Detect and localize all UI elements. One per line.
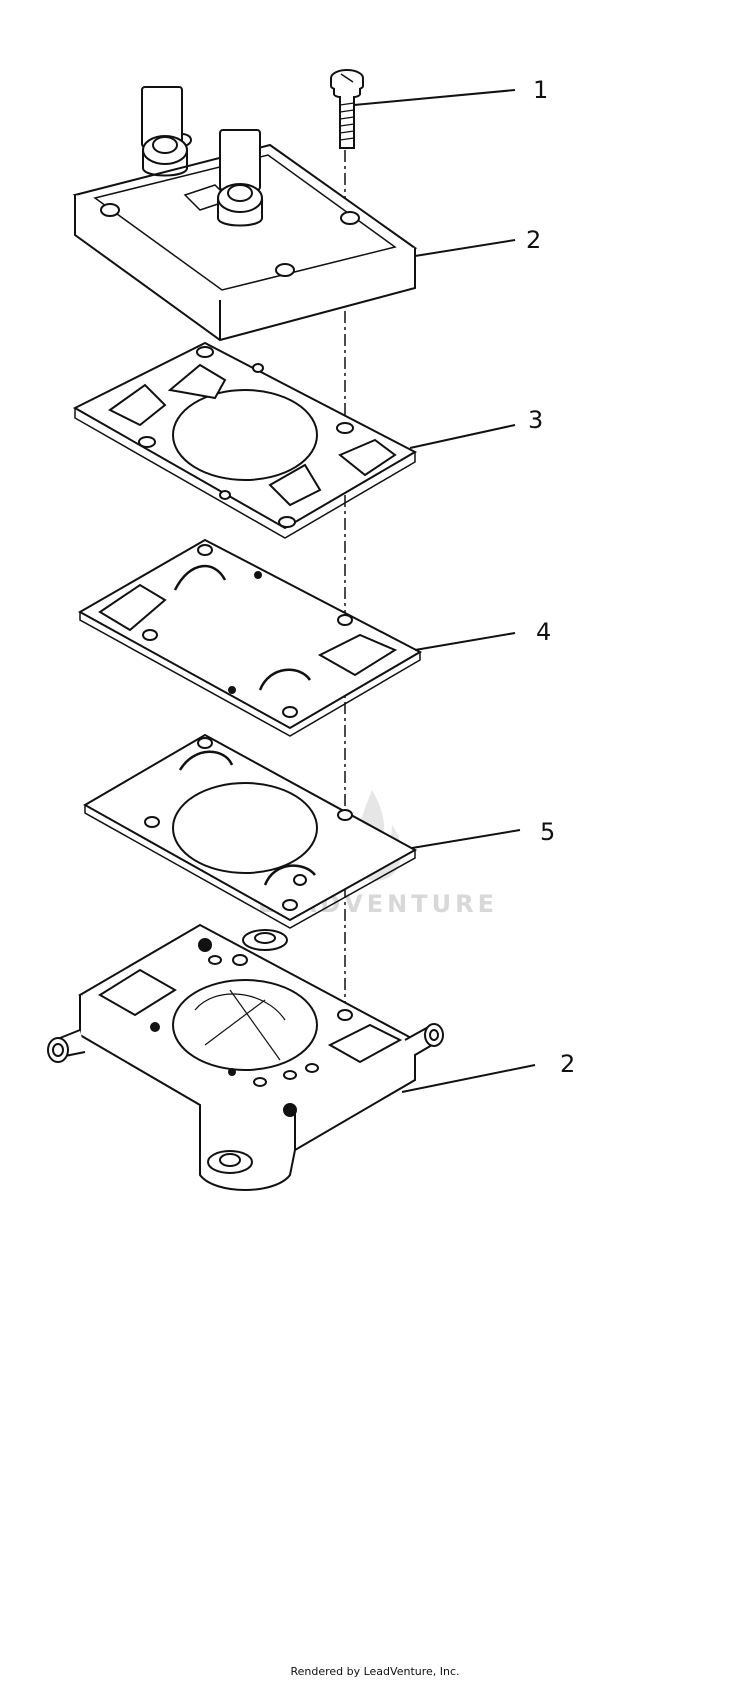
- screw-part: [330, 69, 364, 149]
- leader-line-2-top: [414, 239, 516, 257]
- leader-line-3: [409, 424, 516, 449]
- leader-lines: [353, 89, 536, 1093]
- gasket-part-lower: [82, 733, 418, 929]
- diaphragm-part: [77, 538, 423, 737]
- callout-1: 1: [533, 76, 548, 104]
- leader-line-1: [353, 89, 516, 106]
- leader-line-4: [414, 632, 516, 651]
- callout-4: 4: [536, 618, 551, 646]
- callout-5: 5: [540, 818, 555, 846]
- footer-credit: Rendered by LeadVenture, Inc.: [290, 1665, 460, 1678]
- pump-cover-part: [72, 86, 418, 342]
- callout-2-top: 2: [526, 226, 541, 254]
- callout-2-bottom: 2: [560, 1050, 575, 1078]
- pump-base-part: [47, 923, 444, 1191]
- gasket-part: [72, 341, 418, 539]
- callout-3: 3: [528, 406, 543, 434]
- leader-line-2-bottom: [401, 1064, 536, 1093]
- leader-line-5: [411, 829, 521, 849]
